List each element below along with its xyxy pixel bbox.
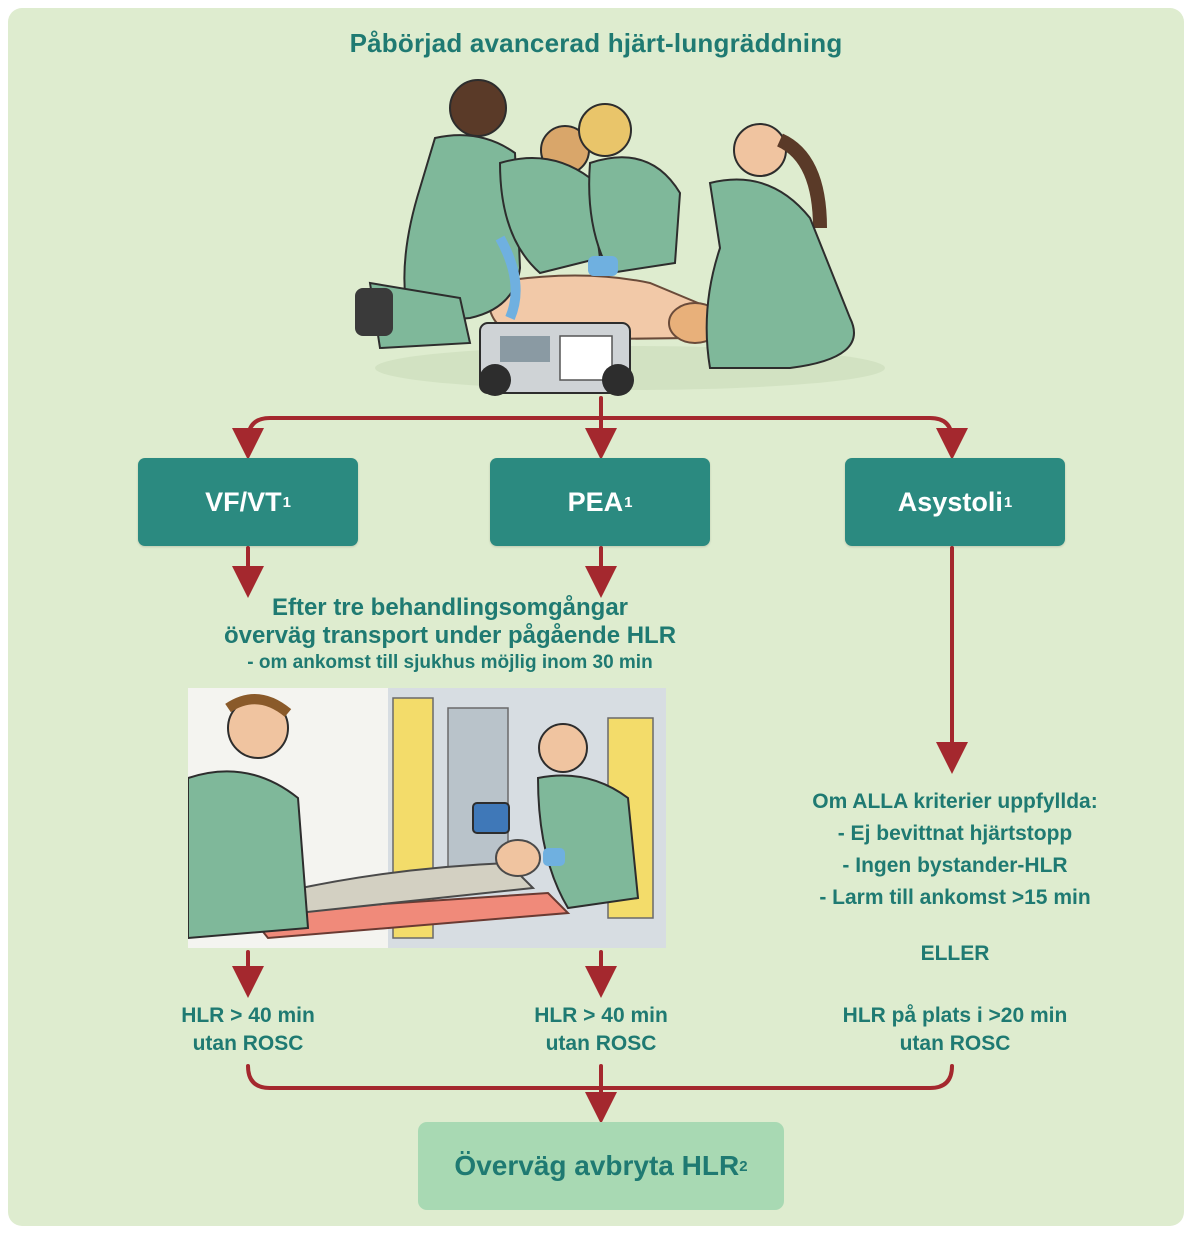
left-result-line1: HLR > 40 min	[181, 1004, 315, 1027]
final-decision-footnote: 2	[739, 1157, 748, 1175]
criteria-alternative: HLR på plats i >20 min utan ROSC	[790, 1002, 1120, 1058]
center-result-line1: HLR > 40 min	[534, 1004, 668, 1027]
cpr-team-illustration	[355, 79, 885, 396]
criteria-item-3: - Larm till ankomst >15 min	[819, 886, 1091, 909]
criteria-item-2: - Ingen bystander-HLR	[842, 854, 1068, 877]
box-pea-label: PEA	[567, 486, 624, 517]
transport-note-line1: Efter tre behandlingsomgångar	[271, 594, 629, 621]
left-result-line2: utan ROSC	[192, 1032, 304, 1055]
center-result-line2: utan ROSC	[545, 1032, 657, 1055]
criteria-heading: Om ALLA kriterier uppfyllda:	[812, 790, 1098, 813]
criteria-block: Om ALLA kriterier uppfyllda: - Ej bevitt…	[790, 786, 1120, 914]
transport-note: Efter tre behandlingsomgångar överväg tr…	[150, 594, 750, 676]
criteria-alt-line1: HLR på plats i >20 min	[842, 1004, 1068, 1027]
final-decision-label: Överväg avbryta HLR	[454, 1150, 740, 1181]
criteria-item-1: - Ej bevittnat hjärtstopp	[837, 822, 1073, 845]
transport-note-line2: överväg transport under pågående HLR	[223, 622, 677, 649]
box-asystoli-footnote: 1	[1003, 493, 1013, 511]
transport-note-line3: - om ankomst till sjukhus möjlig inom 30…	[247, 652, 653, 673]
left-result: HLR > 40 min utan ROSC	[118, 1002, 378, 1058]
box-vfvt-label: VF/VT	[205, 486, 282, 517]
ambulance-transport-illustration	[188, 688, 666, 948]
center-result: HLR > 40 min utan ROSC	[471, 1002, 731, 1058]
box-vfvt-footnote: 1	[282, 493, 291, 511]
box-asystoli-label: Asystoli	[897, 486, 1003, 517]
criteria-alt-line2: utan ROSC	[899, 1032, 1011, 1055]
criteria-or: ELLER	[920, 942, 990, 965]
diagram-title: Påbörjad avancerad hjärt-lungräddning	[349, 28, 843, 58]
box-pea-footnote: 1	[624, 493, 633, 511]
